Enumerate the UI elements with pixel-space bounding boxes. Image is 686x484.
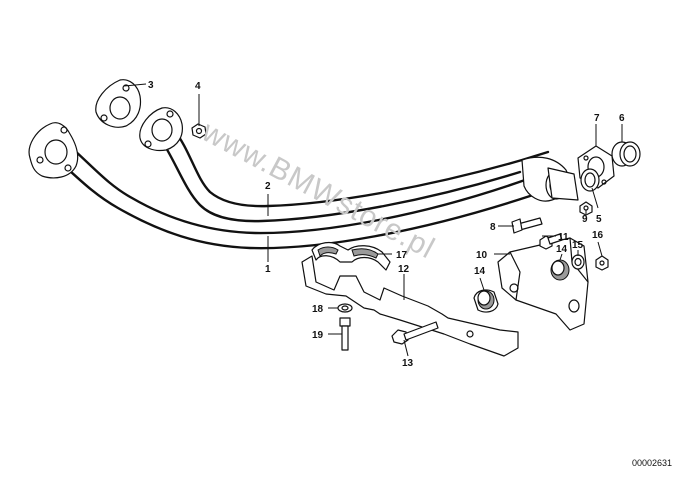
clamp-17 (311, 241, 391, 271)
nut-16 (595, 255, 609, 271)
nut-9 (579, 201, 593, 216)
callout-12: 12 (398, 264, 410, 275)
callout-3: 3 (148, 80, 154, 91)
diagram-number: 00002631 (632, 458, 672, 468)
bolt-13 (391, 321, 439, 345)
callout-labels: 3 4 2 1 7 6 9 5 8 10 11 14 15 16 17 12 1… (148, 80, 625, 369)
callout-14-top: 14 (556, 244, 568, 255)
callout-10: 10 (476, 250, 488, 261)
front-pipe (56, 128, 579, 250)
washer-18 (337, 303, 353, 313)
callout-18: 18 (312, 304, 324, 315)
callout-6: 6 (619, 113, 625, 124)
gasket-5 (580, 168, 600, 192)
callout-11: 11 (558, 232, 569, 243)
callout-17: 17 (396, 250, 408, 261)
callout-14-left: 14 (474, 266, 486, 277)
left-flange (28, 122, 79, 179)
bolt-8 (511, 217, 543, 234)
callout-4: 4 (195, 81, 201, 92)
rubber-mount-14-left (473, 289, 499, 313)
callout-15: 15 (572, 240, 584, 251)
bracket-10 (497, 237, 589, 331)
callout-8: 8 (490, 222, 496, 233)
callout-1: 1 (265, 264, 271, 275)
callout-13: 13 (402, 358, 414, 369)
callout-5: 5 (596, 214, 602, 225)
callout-19: 19 (312, 330, 324, 341)
flange-gasket-3 (95, 79, 142, 128)
bolt-19 (339, 317, 351, 351)
leader-lines (123, 83, 623, 357)
sealing-ring-6 (611, 141, 641, 167)
callout-9: 9 (582, 214, 588, 225)
rubber-mount-14-right (550, 259, 570, 281)
callout-2: 2 (265, 181, 271, 192)
right-upper-flange (139, 107, 183, 152)
washer-15 (571, 254, 585, 270)
watermark-text: www.BMWstore.pl (196, 115, 441, 266)
callout-7: 7 (594, 113, 600, 124)
nut-4 (191, 123, 207, 139)
callout-16: 16 (592, 230, 604, 241)
bracket-12 (301, 255, 519, 357)
